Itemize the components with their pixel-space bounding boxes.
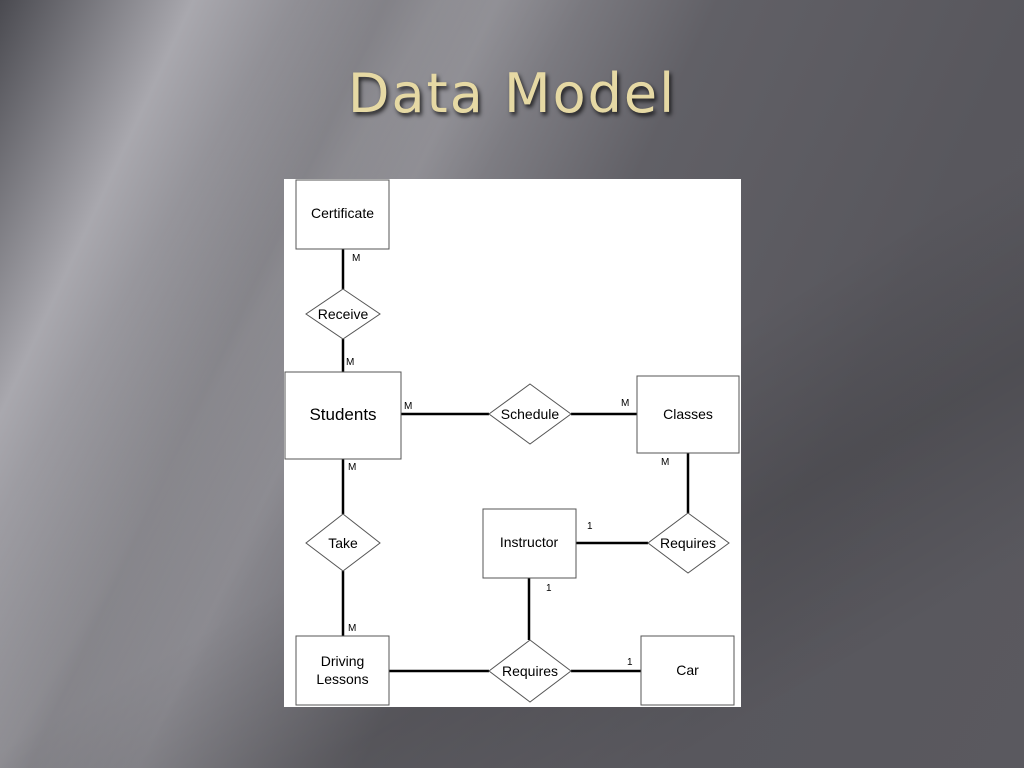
relationship-requires-lessons-label: Requires bbox=[502, 663, 558, 679]
entity-boxes bbox=[284, 179, 740, 706]
cardinality-schedule-classes: M bbox=[621, 398, 629, 409]
entity-labels: Certificate Students Classes Instructor … bbox=[309, 205, 712, 687]
relationship-schedule-diamond bbox=[488, 383, 572, 445]
entity-students-box bbox=[284, 371, 402, 460]
cardinality-labels: M M M M M M 1 M 1 1 bbox=[346, 253, 669, 668]
relationship-requires-label: Requires bbox=[660, 535, 716, 551]
connectors bbox=[341, 249, 690, 673]
cardinality-students-take: M bbox=[348, 462, 356, 473]
entity-classes-label: Classes bbox=[663, 406, 713, 422]
entity-instructor-label: Instructor bbox=[500, 534, 559, 550]
relationship-requires-diamond bbox=[647, 512, 730, 574]
relationship-labels: Receive Schedule Take Requires Requires bbox=[318, 306, 716, 679]
cardinality-instructor-requires: 1 bbox=[587, 521, 593, 532]
relationship-schedule-label: Schedule bbox=[501, 406, 560, 422]
cardinality-take-lessons: M bbox=[348, 623, 356, 634]
relationship-receive-label: Receive bbox=[318, 306, 369, 322]
entity-car-label: Car bbox=[676, 662, 699, 678]
entity-certificate-box bbox=[295, 179, 390, 250]
slide-title: Data Model bbox=[347, 62, 677, 125]
relationship-requires-lessons-diamond bbox=[488, 639, 572, 703]
entity-classes-box bbox=[636, 375, 740, 454]
cardinality-car-requires: 1 bbox=[627, 657, 633, 668]
er-diagram-panel: Certificate Students Classes Instructor … bbox=[284, 179, 741, 707]
cardinality-certificate-receive: M bbox=[352, 253, 360, 264]
relationship-take-label: Take bbox=[328, 535, 358, 551]
entity-driving-lessons-label-line2: Lessons bbox=[316, 671, 368, 687]
entity-certificate-label: Certificate bbox=[311, 205, 374, 221]
cardinality-instructor-requires-lessons: 1 bbox=[546, 583, 552, 594]
relationship-receive-diamond bbox=[305, 288, 381, 340]
entity-instructor-box bbox=[482, 508, 577, 579]
relationship-take-diamond bbox=[305, 513, 381, 572]
er-diagram: Certificate Students Classes Instructor … bbox=[284, 179, 740, 706]
entity-car-box bbox=[640, 635, 735, 706]
cardinality-receive-students: M bbox=[346, 357, 354, 368]
cardinality-classes-requires: M bbox=[661, 457, 669, 468]
relationship-diamonds bbox=[305, 288, 730, 703]
entity-driving-lessons-label-line1: Driving bbox=[321, 653, 365, 669]
entity-students-label: Students bbox=[309, 405, 376, 424]
cardinality-students-schedule: M bbox=[404, 401, 412, 412]
entity-driving-lessons-box bbox=[295, 635, 390, 706]
